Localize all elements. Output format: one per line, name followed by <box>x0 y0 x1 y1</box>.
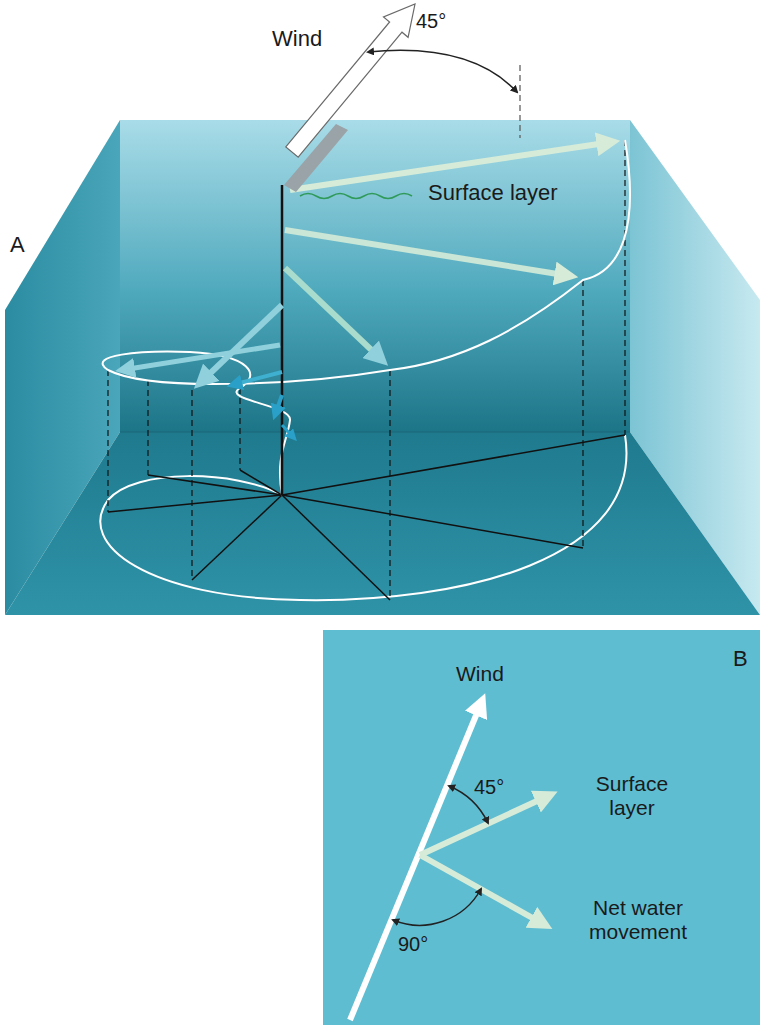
net-movement-arrow <box>420 855 545 925</box>
panel-letter: B <box>733 646 748 671</box>
angle-label: 45° <box>474 776 504 799</box>
wind-label: Wind <box>456 662 504 686</box>
current-arrows <box>122 142 612 438</box>
angle-arc <box>393 889 481 925</box>
wind-arrow <box>350 701 482 1020</box>
depth-axis <box>281 185 284 495</box>
surface-arrow <box>420 795 550 855</box>
angle-arc <box>368 50 517 92</box>
spiral-curve <box>103 140 630 495</box>
angle-label: 90° <box>398 933 428 956</box>
wind-label: Wind <box>272 26 322 51</box>
floor-projection <box>100 65 626 600</box>
leader-line <box>300 194 412 199</box>
panel-letter: A <box>10 232 25 257</box>
surface-layer-label: Surface layer <box>428 180 558 205</box>
panel-b <box>323 630 760 1025</box>
angle-label: 45° <box>416 10 446 33</box>
ocean-box <box>5 120 760 615</box>
surface-layer-label: Surface layer <box>572 772 692 820</box>
net-movement-label: Net water movement <box>578 896 698 944</box>
